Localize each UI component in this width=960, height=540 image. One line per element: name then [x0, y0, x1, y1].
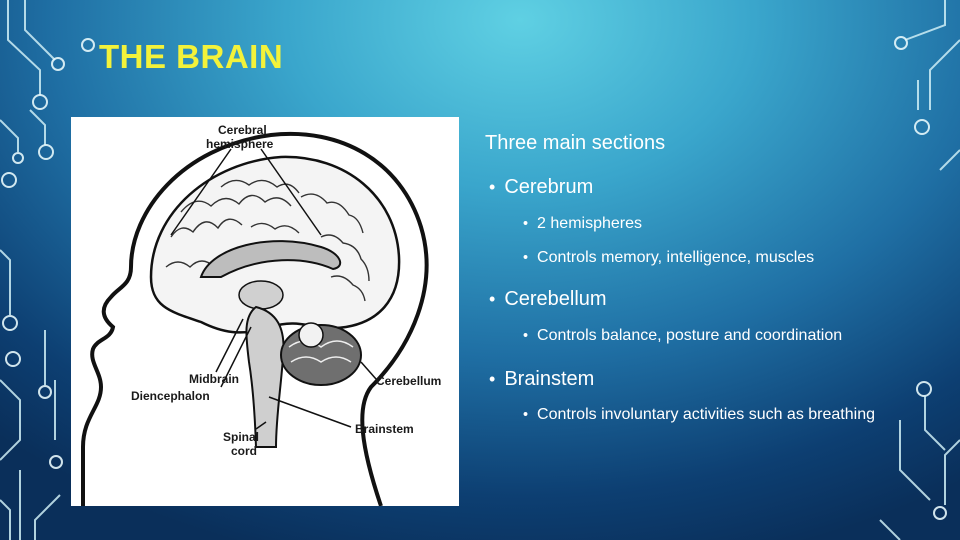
- label-cerebral: Cerebral: [218, 123, 267, 137]
- section-point: • Controls memory, intelligence, muscles: [523, 249, 814, 267]
- bullet-icon: •: [489, 177, 496, 197]
- label-spinal: Spinal: [223, 430, 259, 444]
- section-brainstem: • Brainstem: [489, 368, 594, 391]
- section-label: Brainstem: [504, 368, 595, 390]
- bullet-icon: •: [523, 216, 529, 232]
- section-point: • Controls involuntary activities such a…: [523, 406, 875, 424]
- pointer-lines: [170, 148, 377, 430]
- label-hemisphere: hemisphere: [206, 137, 274, 151]
- diencephalon-shape: [238, 280, 284, 310]
- point-text: Controls involuntary activities such as …: [537, 406, 875, 423]
- bullet-icon: •: [523, 407, 529, 423]
- cerebellum-shape: [280, 322, 362, 386]
- slide-title: THE BRAIN: [99, 38, 284, 75]
- corpus-callosum: [199, 240, 342, 278]
- section-label: Cerebrum: [504, 176, 594, 198]
- section-point: • 2 hemispheres: [523, 215, 642, 233]
- label-brainstem: Brainstem: [355, 422, 414, 436]
- point-text: 2 hemispheres: [537, 215, 642, 232]
- head-outline: [81, 131, 429, 506]
- section-point: • Controls balance, posture and coordina…: [523, 327, 842, 345]
- section-cerebellum: • Cerebellum: [489, 288, 607, 311]
- gyri-texture: [165, 179, 370, 302]
- bullet-icon: •: [523, 328, 529, 344]
- bullet-icon: •: [489, 369, 496, 389]
- brain-diagram: Cerebral hemisphere Midbrain Diencephalo…: [71, 117, 459, 506]
- label-diencephalon: Diencephalon: [131, 389, 210, 403]
- brainstem-shape: [245, 305, 285, 448]
- bullet-icon: •: [489, 289, 496, 309]
- label-midbrain: Midbrain: [189, 372, 239, 386]
- section-cerebrum: • Cerebrum: [489, 176, 593, 199]
- label-cord: cord: [231, 444, 257, 458]
- label-cerebellum: Cerebellum: [376, 374, 441, 388]
- section-label: Cerebellum: [504, 288, 607, 310]
- point-text: Controls balance, posture and coordinati…: [537, 327, 843, 344]
- intro-text: Three main sections: [485, 132, 666, 154]
- point-text: Controls memory, intelligence, muscles: [537, 249, 815, 266]
- bullet-icon: •: [523, 250, 529, 266]
